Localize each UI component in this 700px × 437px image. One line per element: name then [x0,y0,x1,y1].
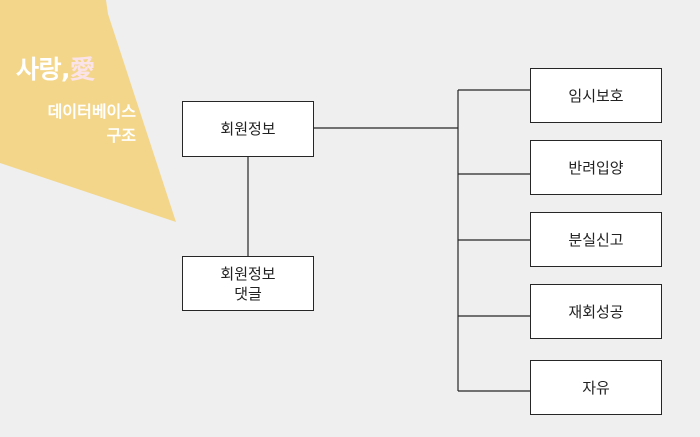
node-member-comment-line-1: 회원정보 [220,264,276,283]
node-member-info-label: 회원정보 [220,120,276,138]
node-label: 임시보호 [568,86,624,105]
node-member-info: 회원정보 [182,101,314,157]
brand-title-text: 사랑, [16,55,71,84]
section-subtitle: 데이터베이스 구조 [8,100,136,148]
subtitle-line-2: 구조 [106,126,136,145]
node-temporary-care: 임시보호 [530,68,662,123]
node-label: 재회성공 [568,302,624,321]
node-label: 반려입양 [568,158,624,177]
node-label: 자유 [582,378,610,397]
node-reunion-success: 재회성공 [530,284,662,339]
subtitle-line-1: 데이터베이스 [47,102,136,121]
node-member-comment-line-2: 댓글 [234,284,262,303]
node-member-comment: 회원정보 댓글 [182,256,314,311]
node-adoption: 반려입양 [530,140,662,195]
node-lost-report: 분실신고 [530,212,662,267]
node-label: 분실신고 [568,230,624,249]
node-free: 자유 [530,360,662,415]
brand-title: 사랑,愛 [16,50,95,86]
brand-accent: 愛 [70,55,95,84]
